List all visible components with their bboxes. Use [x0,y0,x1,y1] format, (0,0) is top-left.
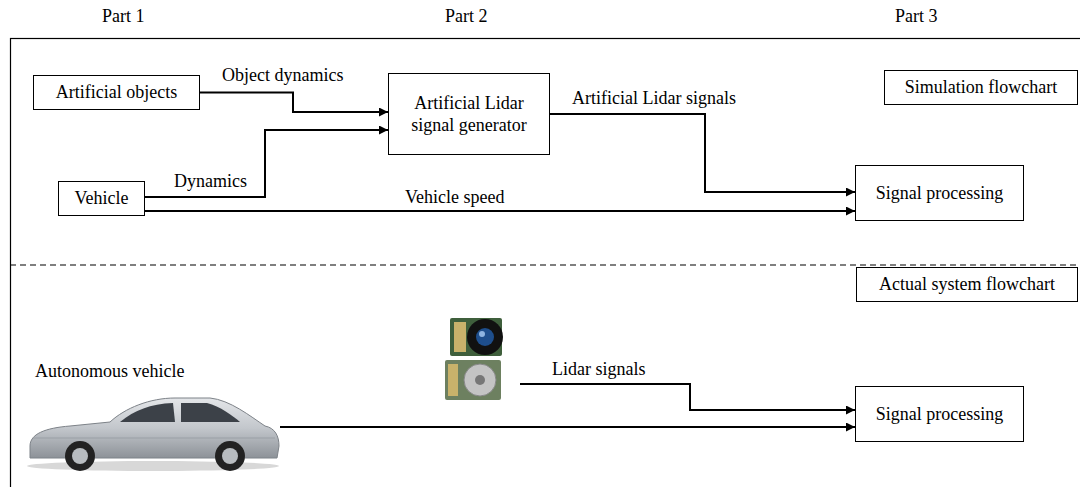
signal-label: Vehicle speed [403,187,506,209]
signal-arrow [145,130,388,197]
part-label: Part 3 [893,6,940,28]
lidar-illustration [445,318,503,400]
signal-label: Lidar signals [550,359,647,381]
node-label: Signal processing [876,182,1004,205]
signal-arrow [550,114,855,192]
node-label: Actual system flowchart [879,273,1055,296]
signal-label: Artificial Lidar signals [570,88,738,110]
process-box: Signal processing [855,165,1024,221]
signal-arrow [145,210,855,212]
divider-line [10,264,1080,265]
node-label: Signal processing [876,403,1004,426]
outer-frame [11,39,1080,487]
signal-label: Object dynamics [220,65,345,87]
part-label: Part 1 [100,6,147,28]
process-box: Artificial objects [33,75,200,110]
section-tag: Actual system flowchart [856,267,1078,302]
process-box: Vehicle [58,181,145,216]
section-tag: Simulation flowchart [884,70,1078,105]
part-label: Part 2 [443,6,490,28]
process-box: Signal processing [855,386,1024,442]
node-label: Simulation flowchart [905,76,1057,99]
signal-arrow [200,93,388,113]
vehicle-node: Autonomous vehicle [25,360,280,472]
car-illustration [27,398,279,471]
lidar-sensor [440,318,520,400]
signal-arrow [520,384,855,410]
image-caption: Autonomous vehicle [35,360,184,383]
node-label: Artificial Lidar signal generator [397,92,541,137]
node-label: Artificial objects [56,81,177,104]
node-label: Vehicle [75,187,129,210]
signal-arrow [280,426,855,428]
process-box: Artificial Lidar signal generator [388,73,550,155]
signal-label: Dynamics [172,171,249,193]
